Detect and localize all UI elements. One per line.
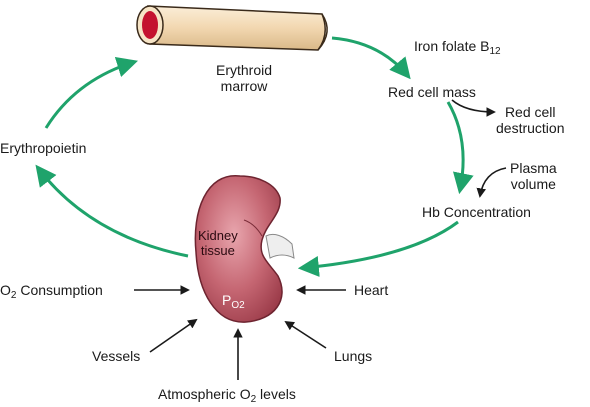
kidney-icon [194, 175, 295, 323]
vessels-label: Vessels [92, 348, 141, 364]
red-cell-to-hb-arrow [446, 101, 474, 195]
hb-concentration-label: Hb Concentration [422, 204, 531, 220]
kidney-tissue-label: Kidney tissue [198, 228, 238, 258]
plasma-volume-arrow [476, 167, 507, 198]
atmospheric-o2-label: Atmospheric O2 levels [158, 386, 296, 405]
erythropoietin-label: Erythropoietin [0, 140, 87, 156]
o2-consumption-label: O2 Consumption [0, 282, 103, 301]
bone-icon [136, 5, 328, 51]
plasma-volume-label: Plasma volume [510, 160, 557, 192]
vessels-arrow [149, 318, 198, 353]
hb-to-kidney-arrow [297, 220, 459, 277]
po2-label: PO2 [222, 292, 245, 311]
red-cell-destruction-label: Red cell destruction [496, 104, 565, 136]
erythroid-marrow-label: Erythroid marrow [216, 62, 273, 94]
epo-to-marrow-arrow [44, 56, 139, 129]
red-cell-mass-label: Red cell mass [388, 84, 476, 100]
heart-label: Heart [354, 282, 389, 298]
iron-folate-label: Iron folate B12 [414, 38, 501, 57]
lungs-arrow [284, 320, 327, 349]
destruction-arrow [451, 99, 496, 117]
kidney-to-epo-arrow [35, 164, 189, 258]
lungs-label: Lungs [334, 348, 373, 364]
marrow-to-red-cell-arrow [331, 36, 411, 80]
